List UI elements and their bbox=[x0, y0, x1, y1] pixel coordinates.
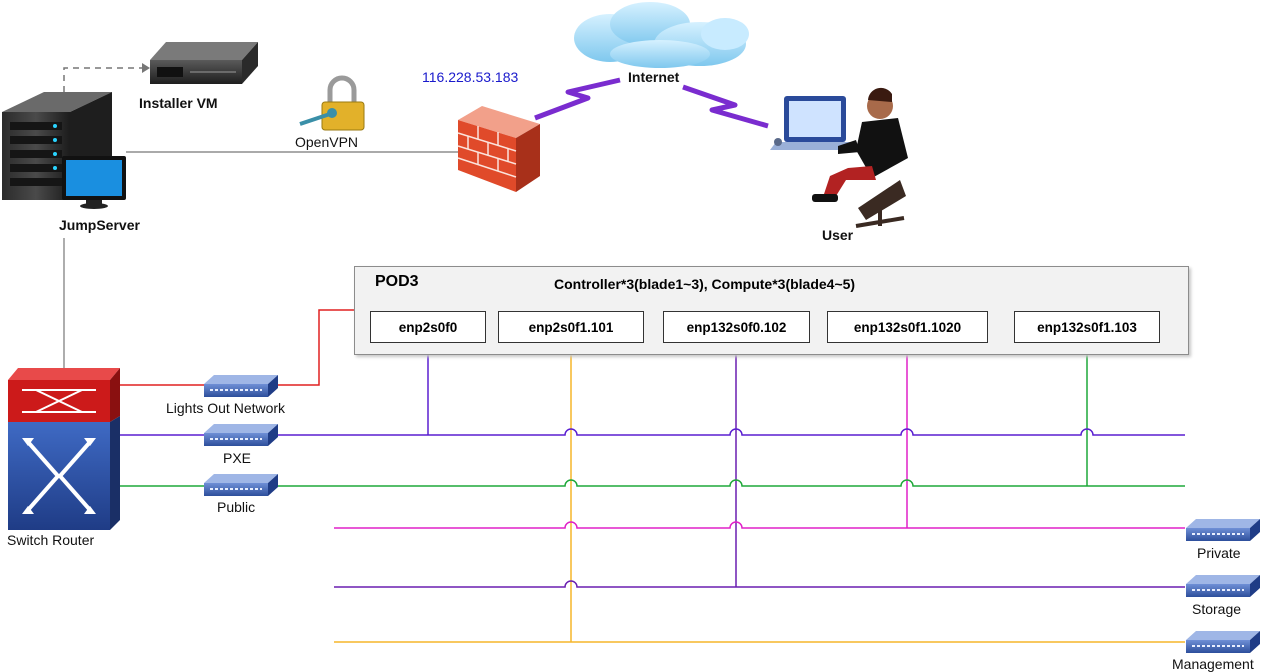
hub-lights-out-icon bbox=[204, 375, 278, 397]
management-label: Management bbox=[1172, 656, 1254, 672]
vm-link-arrow bbox=[142, 63, 150, 73]
private-label: Private bbox=[1197, 545, 1241, 561]
user-label: User bbox=[822, 227, 854, 243]
iface-enp2s0f0: enp2s0f0 bbox=[370, 311, 486, 343]
iface-enp132s0f1-1020: enp132s0f1.1020 bbox=[827, 311, 988, 343]
storage-label: Storage bbox=[1192, 601, 1242, 617]
lights-out-network-label: Lights Out Network bbox=[166, 400, 286, 416]
lights-out-link bbox=[120, 309, 354, 386]
pod-description: Controller*3(blade1~3), Compute*3(blade4… bbox=[554, 276, 856, 292]
hub-public-icon bbox=[204, 474, 278, 496]
hub-pxe-icon bbox=[204, 424, 278, 446]
storage-line bbox=[334, 580, 1185, 588]
switch-router-icon bbox=[8, 368, 120, 530]
iface-enp132s0f1-103: enp132s0f1.103 bbox=[1014, 311, 1160, 343]
pxe-line bbox=[120, 428, 1185, 436]
internet-label: Internet bbox=[628, 69, 680, 85]
private-line bbox=[334, 521, 1185, 529]
vm-link-dashed bbox=[63, 67, 142, 103]
openvpn-label: OpenVPN bbox=[295, 134, 359, 150]
openvpn-lock-icon bbox=[299, 75, 365, 131]
pod-title: POD3 bbox=[375, 273, 419, 290]
iface-enp2s0f1-101: enp2s0f1.101 bbox=[498, 311, 644, 343]
hub-management-icon bbox=[1186, 631, 1260, 653]
public-ip-label: 116.228.53.183 bbox=[422, 69, 519, 85]
user-icon bbox=[770, 87, 908, 228]
switch-router-label: Switch Router bbox=[7, 532, 95, 548]
installer-vm-icon bbox=[150, 42, 258, 84]
iface-enp132s0f0-102: enp132s0f0.102 bbox=[663, 311, 810, 343]
pxe-label: PXE bbox=[223, 450, 252, 466]
jumpserver-icon bbox=[2, 92, 126, 209]
jumpserver-label: JumpServer bbox=[59, 217, 140, 233]
firewall-icon bbox=[457, 106, 540, 192]
installer-vm-label: Installer VM bbox=[139, 95, 218, 111]
pod-box: POD3 Controller*3(blade1~3), Compute*3(b… bbox=[354, 266, 1189, 355]
lightning-firewall-internet bbox=[534, 77, 621, 121]
internet-cloud-icon bbox=[574, 2, 749, 68]
hub-storage-icon bbox=[1186, 575, 1260, 597]
public-line bbox=[120, 479, 1185, 487]
lightning-internet-user bbox=[682, 84, 769, 129]
public-label: Public bbox=[217, 499, 256, 515]
hub-private-icon bbox=[1186, 519, 1260, 541]
